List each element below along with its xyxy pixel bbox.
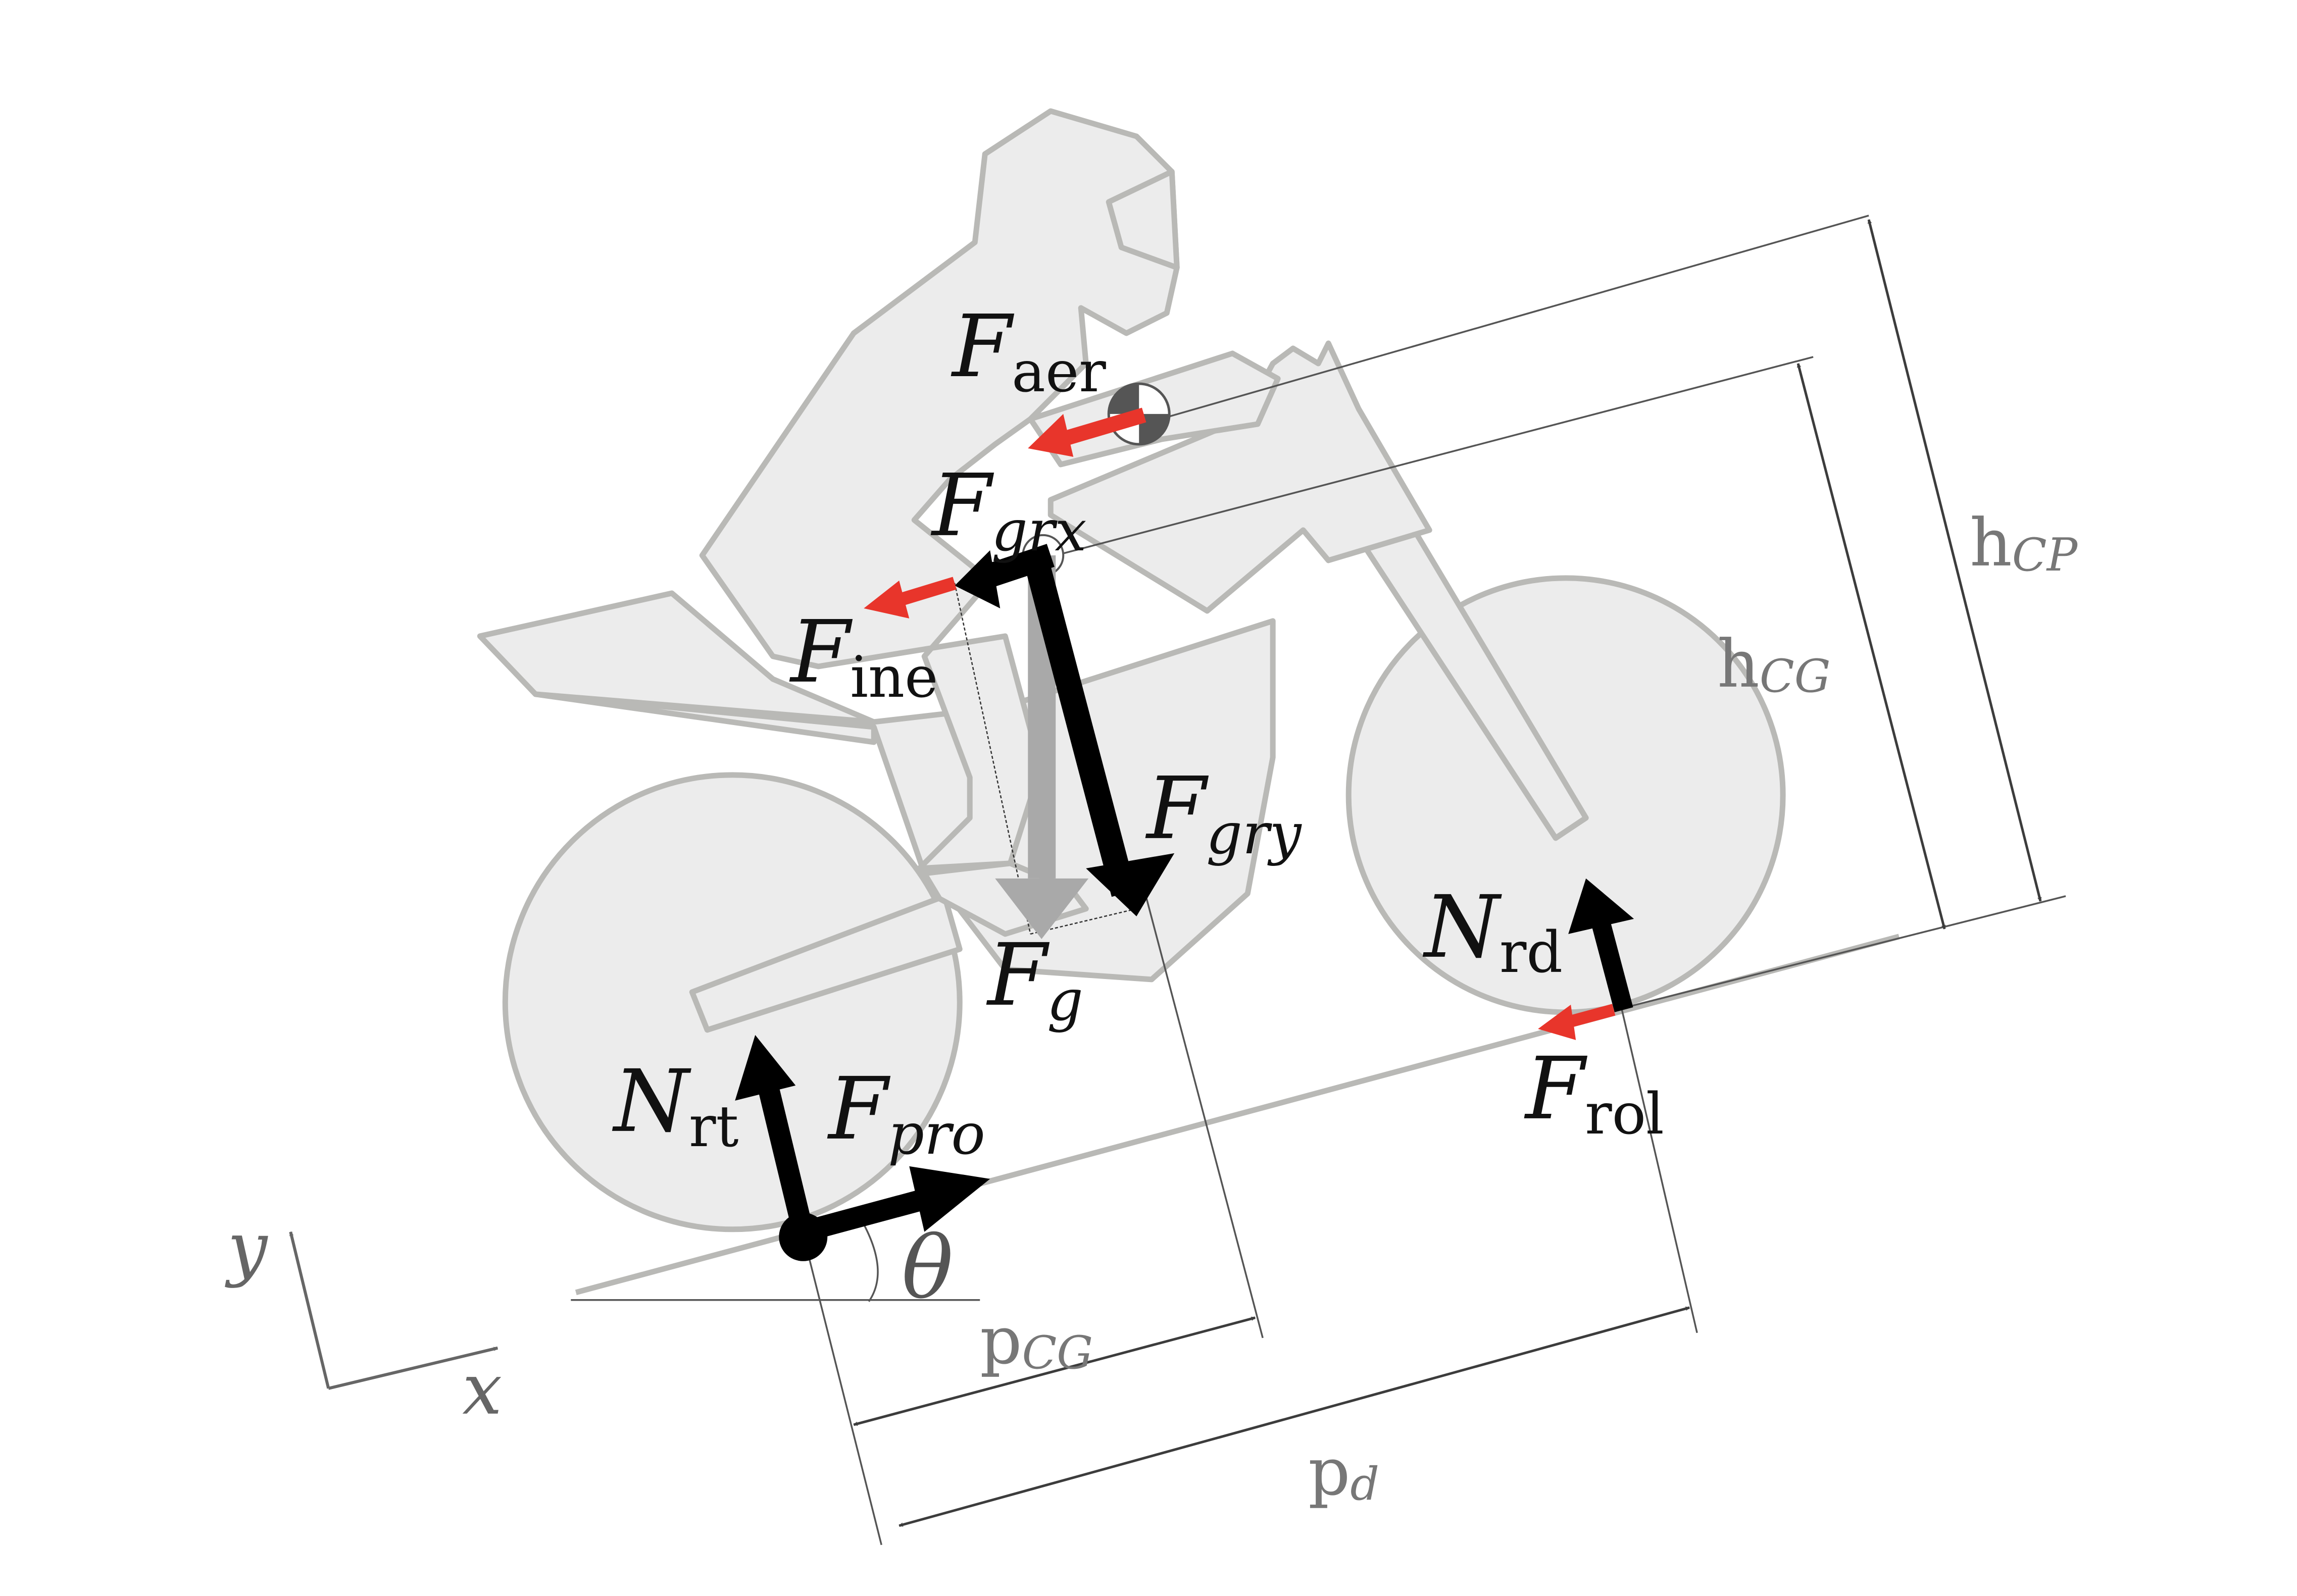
label-f-grx: Fgrx bbox=[930, 456, 1086, 564]
pd-dimension bbox=[898, 1306, 1690, 1527]
label-f-aer: Faer bbox=[951, 297, 1106, 405]
ground-extension bbox=[1616, 895, 2066, 1011]
label-p-d: pd bbox=[1308, 1433, 1379, 1511]
cg-drop bbox=[1145, 898, 1264, 1338]
y-axis-label: y bbox=[224, 1207, 268, 1290]
swingarm bbox=[689, 893, 963, 1033]
helmet-visor bbox=[1106, 169, 1180, 271]
rear-contact-point bbox=[779, 1212, 828, 1261]
label-f-gry: Fgry bbox=[1145, 759, 1302, 867]
label-n-rt: Nrt bbox=[612, 1052, 738, 1160]
force-arrows bbox=[735, 407, 1634, 1261]
dimension-lines bbox=[571, 215, 2066, 1546]
nrd-arrow bbox=[1568, 878, 1634, 1012]
hcg-extension bbox=[1055, 356, 1814, 556]
label-n-rd: Nrd bbox=[1422, 878, 1563, 986]
rol-arrow bbox=[1538, 1004, 1616, 1040]
label-theta: θ bbox=[902, 1218, 953, 1318]
label-f-rol: Frol bbox=[1524, 1039, 1664, 1147]
x-axis-label: x bbox=[462, 1349, 502, 1431]
label-p-cg: pCG bbox=[980, 1302, 1093, 1379]
rear-contact-drop bbox=[802, 1234, 882, 1546]
parallelogram-left bbox=[954, 583, 1031, 935]
label-f-g: Fg bbox=[986, 925, 1083, 1034]
dimension-labels: hCP hCG pCG pd bbox=[980, 504, 2078, 1511]
coordinate-axes: x y bbox=[224, 1207, 502, 1431]
hcg-dimension bbox=[1796, 363, 1946, 930]
label-f-pro: Fpro bbox=[827, 1059, 985, 1167]
label-f-ine: Fine bbox=[789, 602, 938, 710]
aer-arrow bbox=[1028, 407, 1146, 457]
y-axis bbox=[289, 1231, 330, 1389]
force-labels: Faer Fgrx Fine Fgry Fg Nrd Frol Nrt bbox=[612, 297, 1664, 1318]
front-contact-drop bbox=[1620, 1007, 1698, 1333]
angle-arc bbox=[863, 1223, 879, 1302]
front-fairing bbox=[1047, 340, 1432, 614]
grx-arrow bbox=[955, 544, 1055, 608]
label-h-cp: hCP bbox=[1970, 504, 2078, 582]
ine-arrow bbox=[864, 577, 957, 619]
label-h-cg: hCG bbox=[1717, 626, 1830, 703]
hcp-extension bbox=[1116, 215, 1869, 433]
gry-arrow bbox=[1023, 554, 1175, 916]
x-axis bbox=[328, 1346, 498, 1390]
hcp-dimension bbox=[1867, 219, 2042, 902]
